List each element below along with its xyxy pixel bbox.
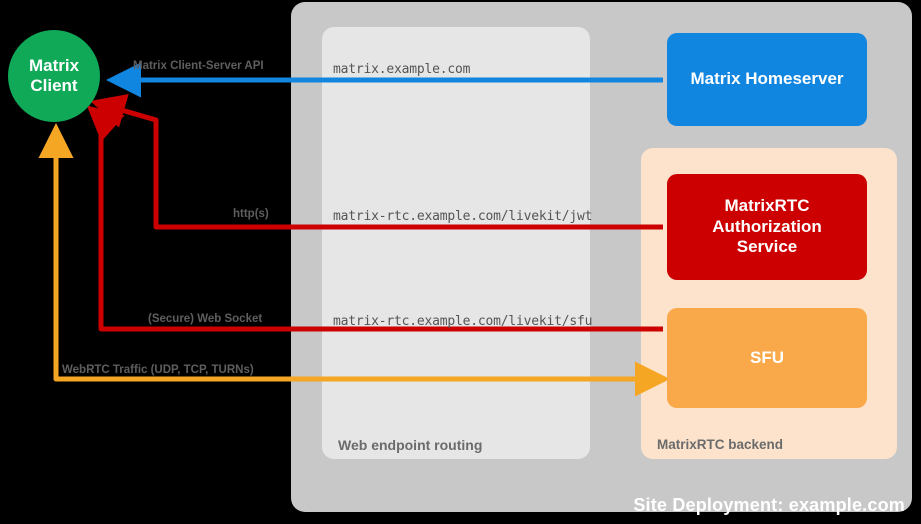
matrix-client-line2: Client — [30, 76, 78, 95]
endpoint-url-sfu: matrix-rtc.example.com/livekit/sfu — [333, 314, 593, 329]
web-endpoint-routing-container — [322, 27, 590, 459]
edge-websocket — [86, 105, 663, 332]
node-sfu[interactable]: SFU — [667, 308, 867, 408]
edge-label-webrtc: WebRTC Traffic (UDP, TCP, TURNs) — [62, 364, 254, 376]
web-endpoint-routing-label: Web endpoint routing — [338, 437, 483, 453]
matrix-homeserver-label: Matrix Homeserver — [690, 69, 844, 89]
edge-webrtc — [38, 122, 671, 397]
endpoint-url-jwt: matrix-rtc.example.com/livekit/jwt — [333, 209, 593, 224]
endpoint-url-matrix: matrix.example.com — [333, 62, 471, 77]
matrix-client-line1: Matrix — [28, 56, 80, 76]
site-deployment-label: Site Deployment: example.com — [633, 495, 905, 515]
node-matrixrtc-authorization-service[interactable]: MatrixRTC Authorization Service — [667, 174, 867, 280]
edge-label-websocket: (Secure) Web Socket — [148, 313, 263, 325]
sfu-label: SFU — [750, 347, 784, 367]
auth-service-line2: Authorization — [712, 216, 822, 236]
node-matrix-client[interactable]: Matrix Client — [8, 30, 100, 122]
edge-https — [90, 93, 663, 230]
matrixrtc-backend-label: MatrixRTC backend — [657, 437, 784, 452]
edge-label-client-server-api: Matrix Client-Server API — [133, 60, 264, 72]
auth-service-line3: Service — [736, 237, 798, 257]
edge-label-https: http(s) — [233, 208, 269, 220]
node-matrix-homeserver[interactable]: Matrix Homeserver — [667, 33, 867, 126]
auth-service-line1: MatrixRTC — [724, 196, 810, 216]
